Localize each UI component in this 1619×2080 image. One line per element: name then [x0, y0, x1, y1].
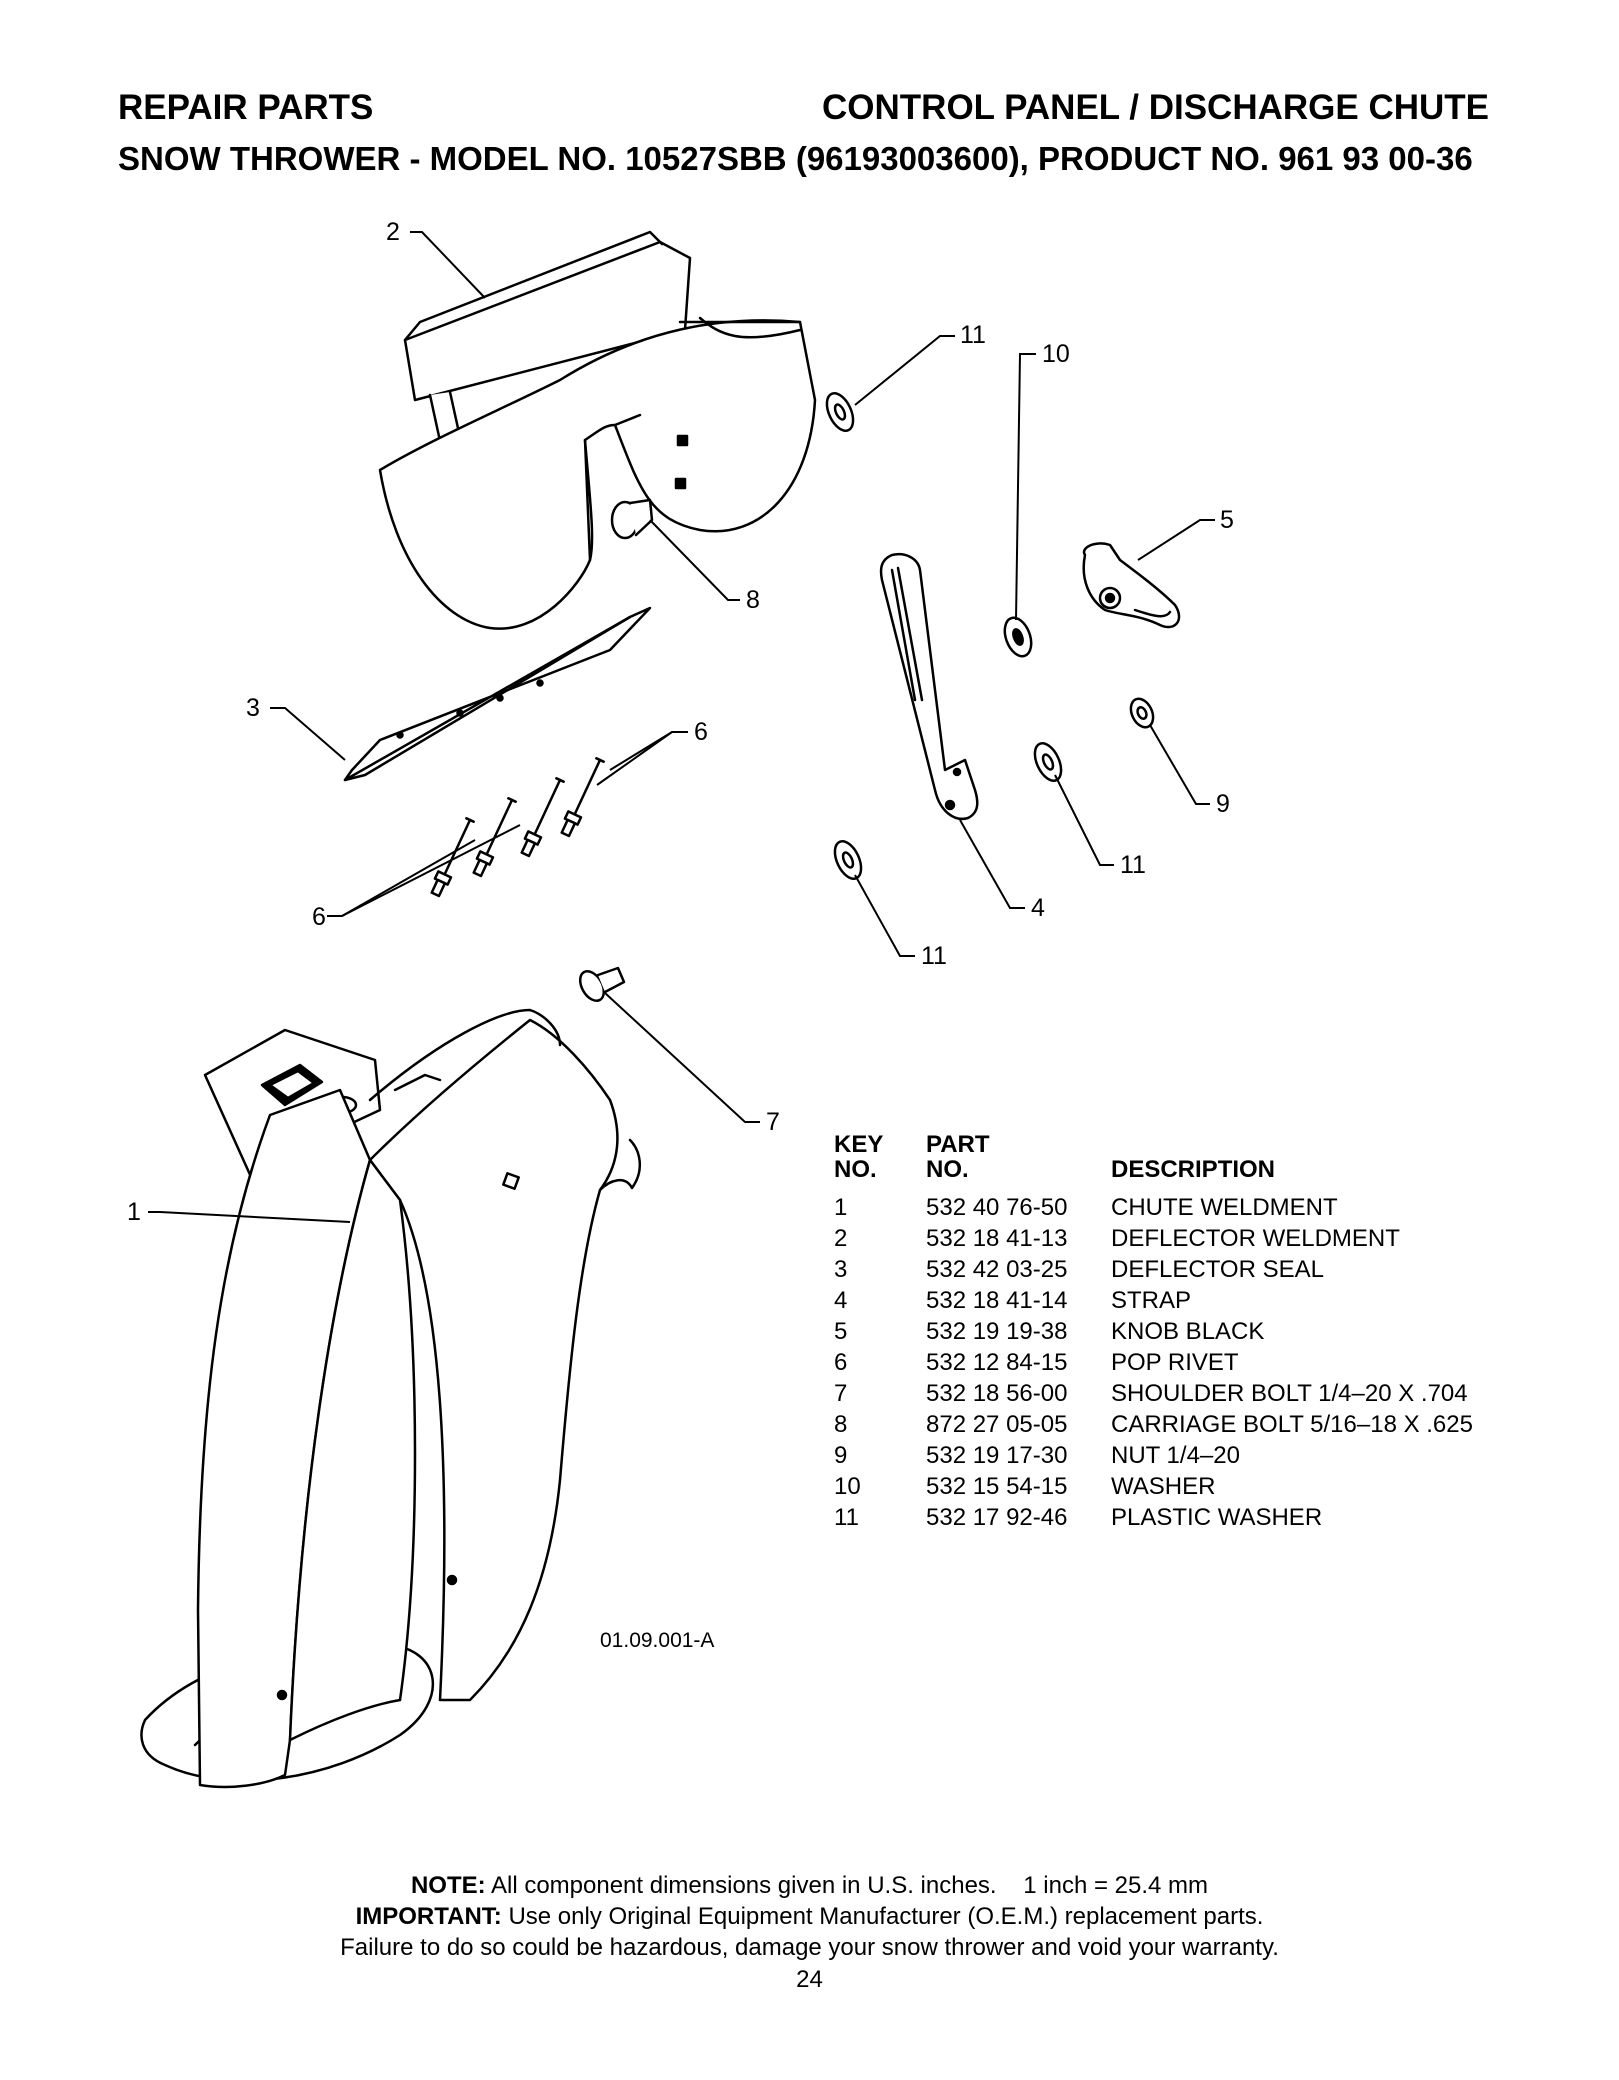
subtitle-suffix: (96193003600), PRODUCT NO. 961 93 00-36 [786, 140, 1473, 177]
important-line: IMPORTANT: Use only Original Equipment M… [0, 1901, 1619, 1932]
description-cell: KNOB BLACK [1111, 1318, 1265, 1345]
part-header-line1: PART [926, 1131, 990, 1158]
subtitle-prefix: SNOW THROWER - MODEL NO. [118, 140, 626, 177]
model-subtitle: SNOW THROWER - MODEL NO. 10527SBB (96193… [118, 140, 1473, 178]
key-no-cell: 5 [834, 1318, 848, 1345]
description-header: DESCRIPTION [1111, 1156, 1276, 1183]
callout-6-upper: 6 [694, 718, 708, 746]
chute-weldment-drawing [140, 1008, 641, 1789]
key-no-cell: 4 [834, 1287, 848, 1314]
strap-drawing [879, 553, 979, 821]
part-no-cell: 532 18 41-14 [926, 1287, 1068, 1314]
callout-5: 5 [1220, 506, 1234, 534]
page-assembly-title: CONTROL PANEL / DISCHARGE CHUTE [822, 88, 1489, 127]
deflector-seal-drawing [343, 606, 652, 782]
part-no-cell: 532 17 92-46 [926, 1504, 1068, 1531]
shoulder-bolt-drawing [578, 966, 626, 1002]
part-no-cell: 532 40 76-50 [926, 1194, 1068, 1221]
table-row: 6 532 12 84-15 POP RIVET [834, 1347, 1473, 1378]
table-row: 1 532 40 76-50 CHUTE WELDMENT [834, 1192, 1473, 1223]
description-cell: CHUTE WELDMENT [1111, 1194, 1338, 1221]
pop-rivets-drawing [430, 757, 605, 898]
callout-4: 4 [1031, 894, 1045, 922]
description-cell: WASHER [1111, 1473, 1216, 1500]
description-cell: STRAP [1111, 1287, 1192, 1314]
description-cell: DEFLECTOR SEAL [1111, 1256, 1324, 1283]
page-number: 24 [796, 1966, 823, 1993]
parts-table-body: 1 532 40 76-50 CHUTE WELDMENT 2 532 18 41-13… [834, 1192, 1473, 1533]
part-no-cell: 532 19 19-38 [926, 1318, 1068, 1345]
description-cell: SHOULDER BOLT 1/4–20 X .704 [1111, 1380, 1468, 1407]
key-header-line1: KEY [834, 1131, 884, 1158]
callout-9: 9 [1216, 790, 1230, 818]
callout-8: 8 [746, 586, 760, 614]
key-no-cell: 2 [834, 1225, 848, 1252]
key-no-cell: 1 [834, 1194, 848, 1221]
table-row: 4 532 18 41-14 STRAP [834, 1285, 1473, 1316]
table-row: 9 532 19 17-30 NUT 1/4–20 [834, 1440, 1473, 1471]
callout-6-lower: 6 [312, 903, 326, 931]
important-text: Use only Original Equipment Manufacturer… [501, 1903, 1264, 1930]
table-row: 3 532 42 03-25 DEFLECTOR SEAL [834, 1254, 1473, 1285]
callout-10: 10 [1042, 340, 1070, 368]
table-row: 7 532 18 56-00 SHOULDER BOLT 1/4–20 X .704 [834, 1378, 1473, 1409]
description-cell: DEFLECTOR WELDMENT [1111, 1225, 1400, 1252]
plastic-washers-drawing [825, 392, 1063, 880]
key-no-cell: 10 [834, 1473, 861, 1500]
table-row: 5 532 19 19-38 KNOB BLACK [834, 1316, 1473, 1347]
table-row: 11 532 17 92-46 PLASTIC WASHER [834, 1502, 1473, 1533]
description-cell: CARRIAGE BOLT 5/16–18 X .625 [1111, 1411, 1473, 1438]
warning-line: Failure to do so could be hazardous, dam… [340, 1934, 1279, 1961]
deflector-weldment-drawing [378, 230, 817, 630]
nut-drawing [1129, 697, 1155, 729]
part-no-cell: 532 42 03-25 [926, 1256, 1068, 1283]
note-label: NOTE: [410, 1872, 486, 1899]
callout-2: 2 [386, 218, 400, 246]
callout-1: 1 [127, 1198, 141, 1226]
table-row: 2 532 18 41-13 DEFLECTOR WELDMENT [834, 1223, 1473, 1254]
part-no-cell: 532 18 41-13 [926, 1225, 1068, 1252]
note-line: NOTE: All component dimensions given in … [0, 1870, 1619, 1901]
footer-notes: NOTE: All component dimensions given in … [0, 1870, 1619, 1963]
important-label: IMPORTANT: [355, 1903, 502, 1930]
key-no-cell: 9 [834, 1442, 848, 1469]
key-no-cell: 11 [834, 1504, 859, 1531]
part-no-cell: 532 12 84-15 [926, 1349, 1068, 1376]
page-section-title: REPAIR PARTS [118, 88, 374, 127]
part-no-cell: 532 15 54-15 [926, 1473, 1068, 1500]
callout-11-top: 11 [960, 321, 986, 349]
description-cell: NUT 1/4–20 [1111, 1442, 1240, 1469]
part-header-line2: NO. [926, 1156, 969, 1183]
note-text: All component dimensions given in U.S. i… [485, 1872, 1209, 1899]
table-row: 10 532 15 54-15 WASHER [834, 1471, 1473, 1502]
part-no-cell: 872 27 05-05 [926, 1411, 1068, 1438]
key-header-line2: NO. [834, 1156, 877, 1183]
part-no-cell: 532 18 56-00 [926, 1380, 1068, 1407]
washer-drawing [1003, 616, 1033, 658]
key-no-cell: 8 [834, 1411, 848, 1438]
table-row: 8 872 27 05-05 CARRIAGE BOLT 5/16–18 X .62… [834, 1409, 1473, 1440]
model-number: 10527SBB [625, 140, 787, 177]
knob-drawing [1082, 542, 1181, 629]
callout-leaders [148, 231, 1215, 1223]
callout-3: 3 [246, 694, 260, 722]
key-no-cell: 3 [834, 1256, 848, 1283]
carriage-bolt-drawing [610, 498, 654, 540]
key-no-cell: 7 [834, 1380, 848, 1407]
callout-11-bottom: 11 [921, 942, 947, 970]
key-no-cell: 6 [834, 1349, 848, 1376]
drawing-code: 01.09.001-A [600, 1629, 714, 1652]
description-cell: PLASTIC WASHER [1111, 1504, 1323, 1531]
part-no-cell: 532 19 17-30 [926, 1442, 1068, 1469]
description-cell: POP RIVET [1111, 1349, 1239, 1376]
callout-11-right: 11 [1120, 851, 1146, 879]
callout-7: 7 [766, 1108, 780, 1136]
